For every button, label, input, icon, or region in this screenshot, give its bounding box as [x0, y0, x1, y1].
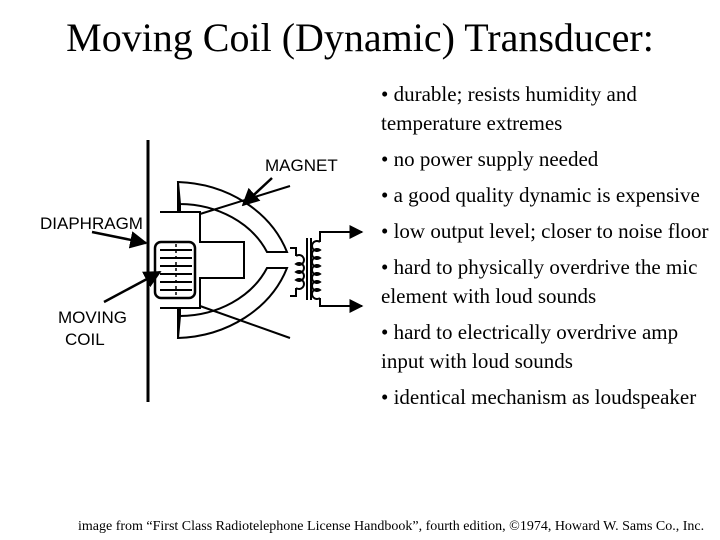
diaphragm-pointer-arrow: [91, 230, 148, 249]
image-credit: image from “First Class Radiotelephone L…: [78, 519, 705, 534]
moving-coil-label-line1: MOVING: [58, 308, 127, 327]
bullet-list: • durable; resists humidity and temperat…: [381, 80, 716, 419]
bullet-item: • a good quality dynamic is expensive: [381, 183, 700, 207]
magnet-outer-lower: [176, 267, 289, 340]
magnet-label: MAGNET: [265, 156, 338, 175]
magnet-outer: [176, 180, 289, 253]
moving-coil-pointer-arrow: [103, 270, 162, 304]
diaphragm-label: DIAPHRAGM: [40, 214, 143, 233]
moving-coil-label-line2: COIL: [65, 330, 105, 349]
output-transformer: [290, 225, 364, 313]
moving-coil: [153, 240, 197, 300]
horn-line-bottom: [199, 305, 291, 339]
bullet-item: • no power supply needed: [381, 147, 599, 171]
bullet-item: • hard to physically overdrive the mic e…: [381, 255, 698, 308]
bullet-item: • identical mechanism as loudspeaker: [381, 385, 697, 409]
bullet-item: • low output level; closer to noise floo…: [381, 219, 709, 243]
bullet-item: • durable; resists humidity and temperat…: [381, 82, 637, 135]
bullet-item: • hard to electrically overdrive amp inp…: [381, 320, 679, 373]
dynamic-transducer-diagram: MAGNET DIAPHRAGM MOVING COIL: [40, 140, 364, 402]
magnet-pointer-arrow: [241, 177, 273, 207]
slide-title: Moving Coil (Dynamic) Transducer:: [66, 15, 654, 60]
